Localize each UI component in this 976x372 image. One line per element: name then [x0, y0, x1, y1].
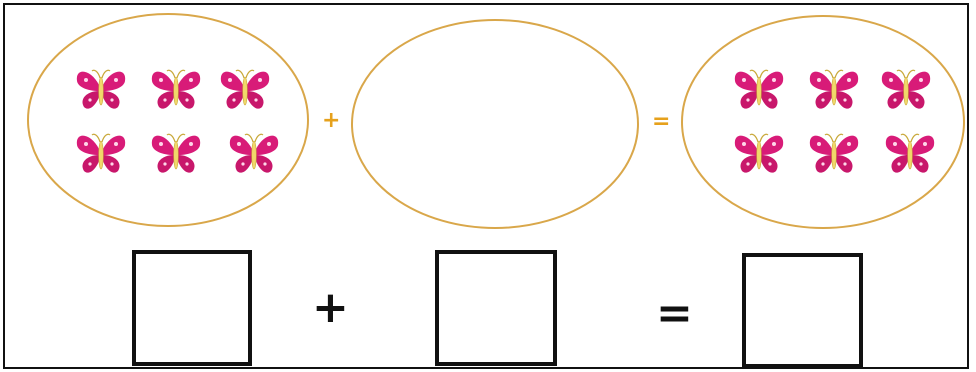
butterfly-icon: [885, 133, 935, 174]
butterfly-icon: [220, 69, 270, 110]
butterfly-icon: [809, 69, 859, 110]
butterfly-icon: [734, 133, 784, 174]
bottom-equals-sign: =: [656, 288, 693, 339]
bottom-plus-sign: +: [312, 282, 349, 333]
right-group: [734, 69, 935, 174]
answer-box-first-addend[interactable]: [132, 250, 252, 366]
top-plus-sign: +: [322, 108, 341, 133]
butterfly-icon: [151, 133, 201, 174]
middle-group-oval: [351, 19, 639, 229]
butterfly-icon: [809, 133, 859, 174]
butterfly-icon: [151, 69, 201, 110]
butterfly-icon: [734, 69, 784, 110]
butterfly-icon: [229, 133, 279, 174]
butterfly-icon: [881, 69, 931, 110]
answer-box-sum[interactable]: [742, 253, 863, 368]
left-group: [76, 69, 279, 174]
butterfly-icon: [76, 69, 126, 110]
right-group-oval: [681, 15, 965, 229]
top-equals-sign: =: [652, 109, 671, 134]
answer-box-second-addend[interactable]: [435, 250, 557, 366]
left-group-oval: [27, 13, 309, 227]
butterfly-icon: [76, 133, 126, 174]
